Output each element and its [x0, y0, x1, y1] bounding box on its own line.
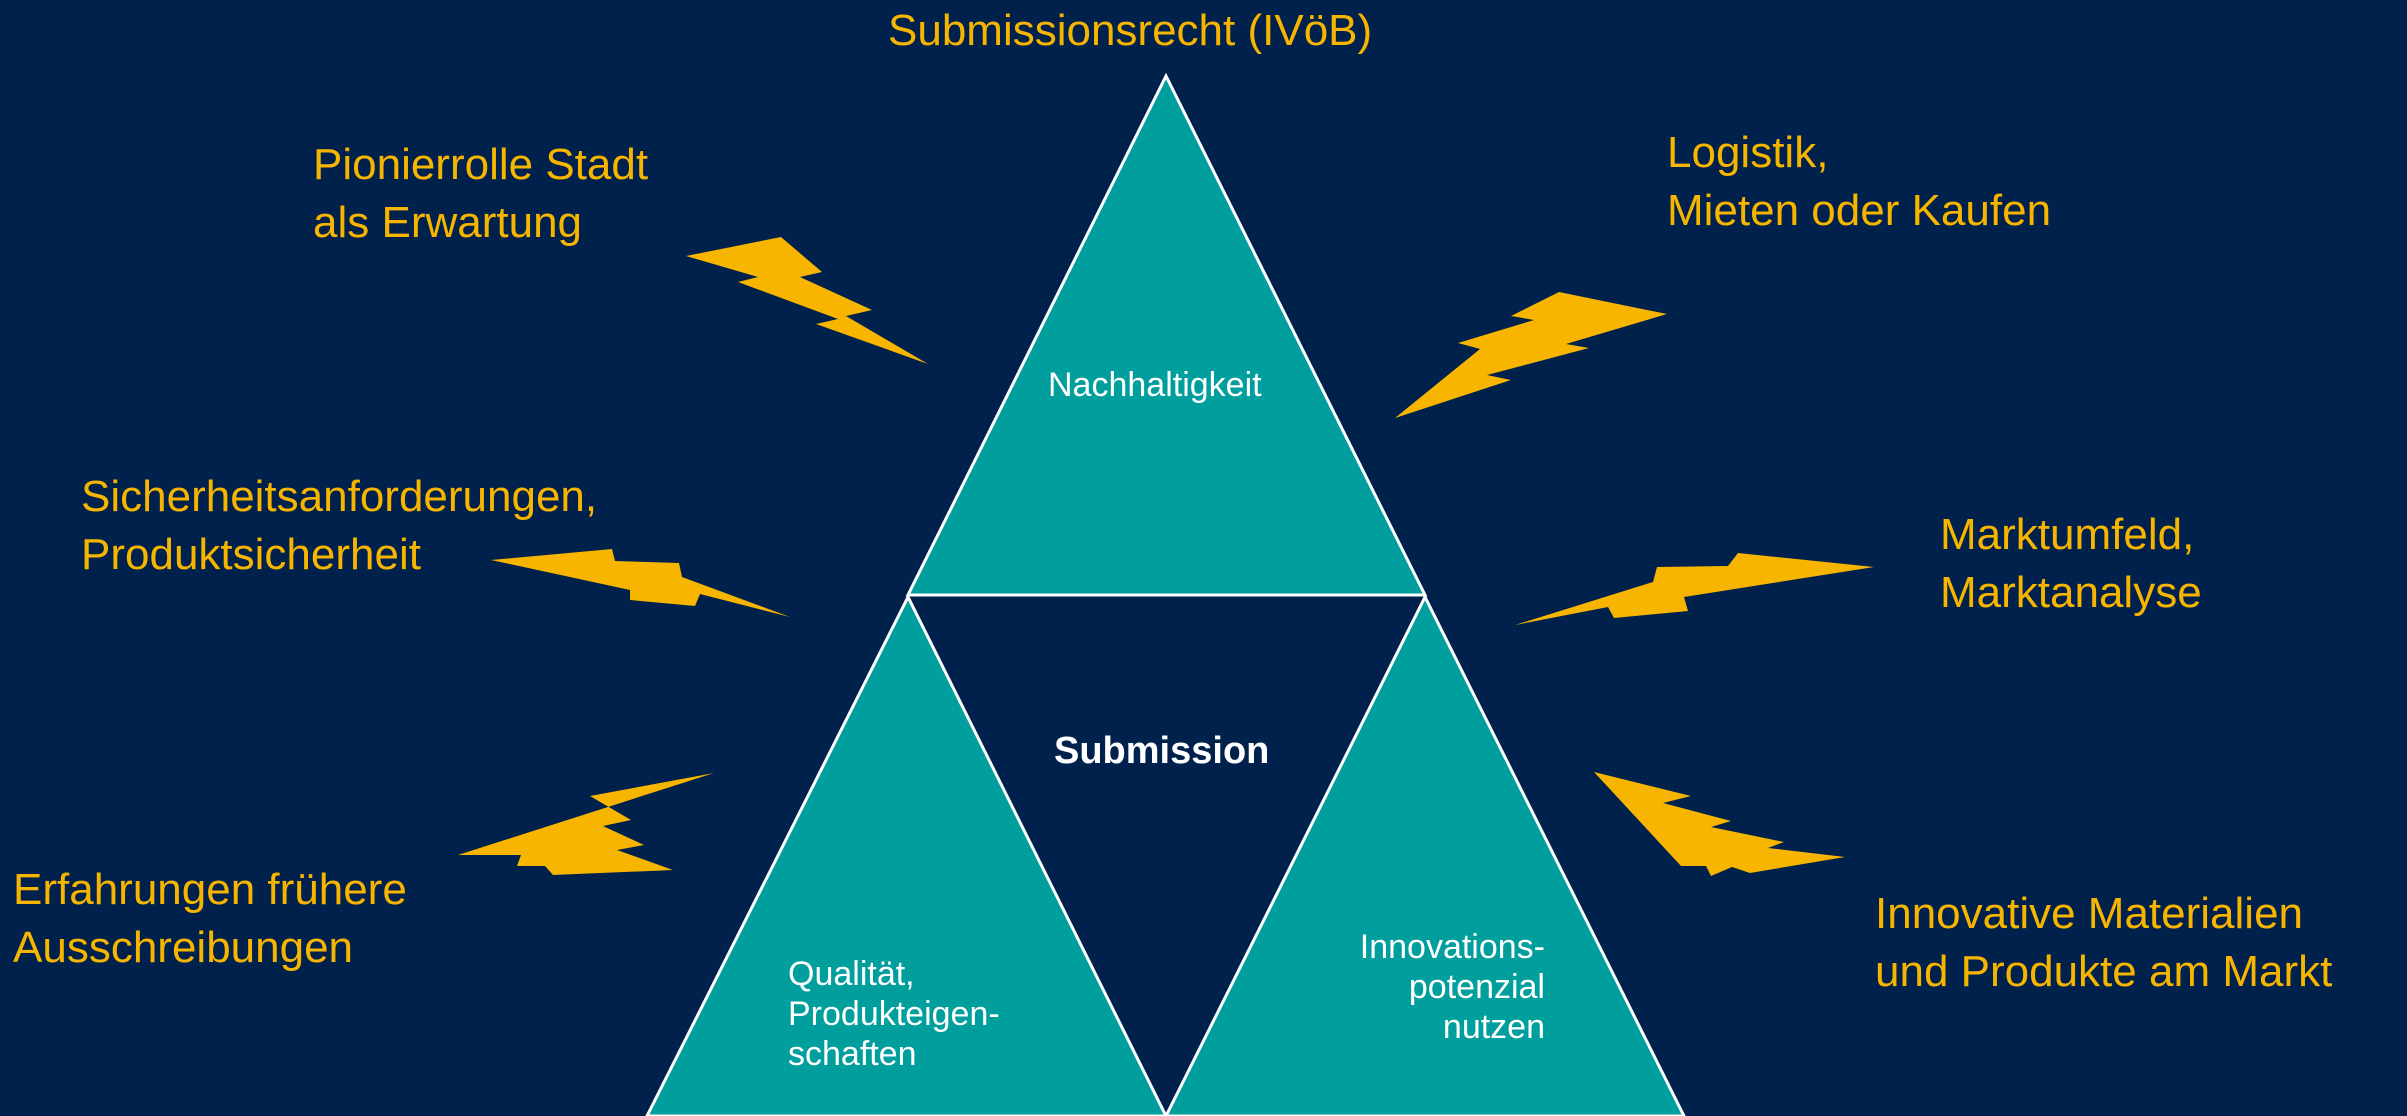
factor-right-1: Logistik, Mieten oder Kaufen [1667, 128, 2052, 235]
top-label: Submissionsrecht (IVöB) [888, 6, 1373, 55]
factor-right-3: Innovative Materialien und Produkte am M… [1875, 889, 2333, 996]
lightning-bolt-icon [1515, 553, 1874, 625]
lightning-bolt-icon [1395, 292, 1667, 418]
lightning-bolt-icon [458, 773, 714, 875]
lightning-bolt-icon [686, 237, 928, 364]
triangle-bottom-right [1164, 593, 1686, 1116]
triangle-bottom-left [645, 593, 1168, 1116]
lightning-bolt-icon [1594, 772, 1845, 876]
factor-right-2: Marktumfeld, Marktanalyse [1940, 510, 2202, 617]
triangle-top-label: Nachhaltigkeit [1048, 366, 1262, 404]
factor-left-2: Sicherheitsanforderungen, Produktsicherh… [81, 472, 598, 579]
center-label: Submission [1054, 730, 1270, 772]
factor-left-3: Erfahrungen frühere Ausschreibungen [13, 865, 407, 972]
triangle-bottom-left-label: Qualität, Produkteigen- schaften [788, 955, 1000, 1073]
lightning-bolt-icon [491, 549, 790, 617]
triangle-top [905, 72, 1428, 597]
triangle-bottom-right-label: Innovations- potenzial nutzen [1359, 928, 1545, 1046]
factor-left-1: Pionierrolle Stadt als Erwartung [313, 140, 649, 247]
